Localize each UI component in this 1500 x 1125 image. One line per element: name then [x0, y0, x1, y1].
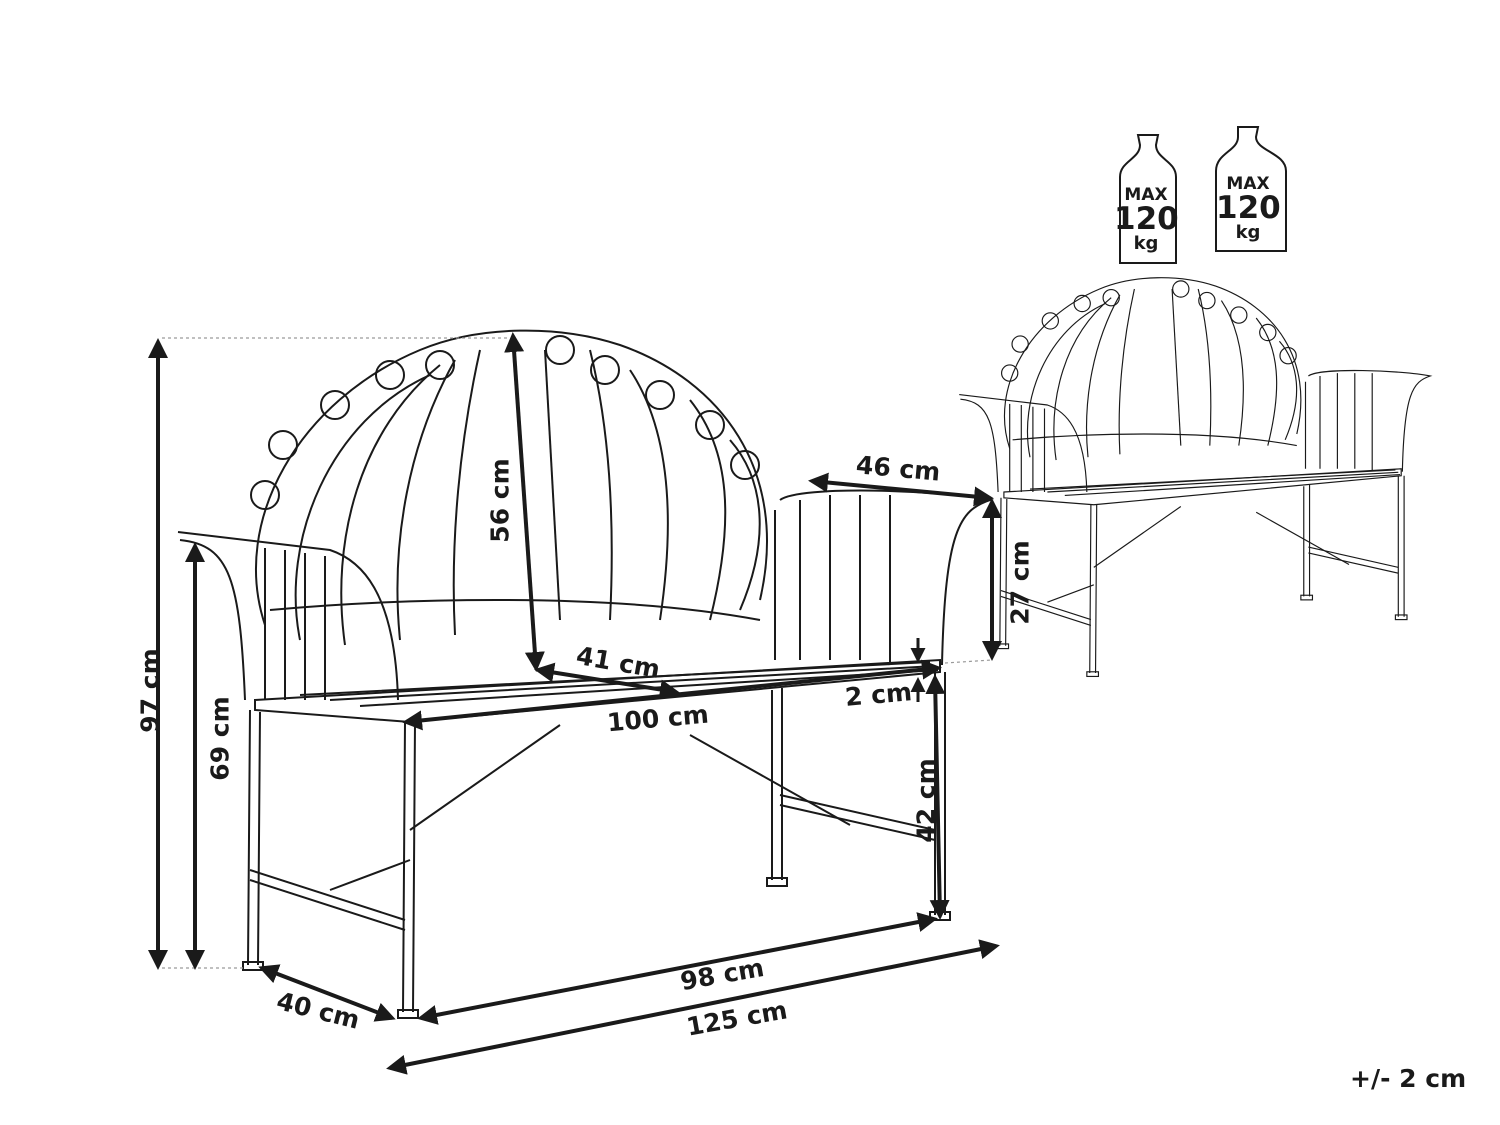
label-armrest-side-height: 27 cm [1005, 540, 1035, 625]
weight-max-label: MAX [1124, 185, 1168, 205]
arrow-100 [402, 659, 942, 731]
arrow-125 [386, 939, 1000, 1075]
weight-unit: kg [1235, 222, 1261, 243]
label-seat-thickness: 2 cm [843, 677, 914, 712]
arrow-56 [504, 332, 545, 672]
tolerance-note: +/- 2 cm [1350, 1064, 1467, 1093]
guide-lines [162, 337, 993, 969]
weight-max-label: MAX [1226, 174, 1270, 194]
weight-value: 120 [1114, 201, 1179, 237]
weight-value: 120 [1216, 190, 1281, 226]
label-armrest-height: 69 cm [205, 696, 235, 781]
label-total-height: 97 cm [135, 648, 165, 733]
label-backrest-height: 56 cm [485, 458, 515, 543]
arrow-40 [258, 964, 396, 1022]
arrow-42 [925, 674, 950, 920]
weight-unit: kg [1133, 233, 1159, 254]
label-seat-height: 42 cm [911, 758, 941, 843]
arrow-46 [808, 472, 994, 507]
